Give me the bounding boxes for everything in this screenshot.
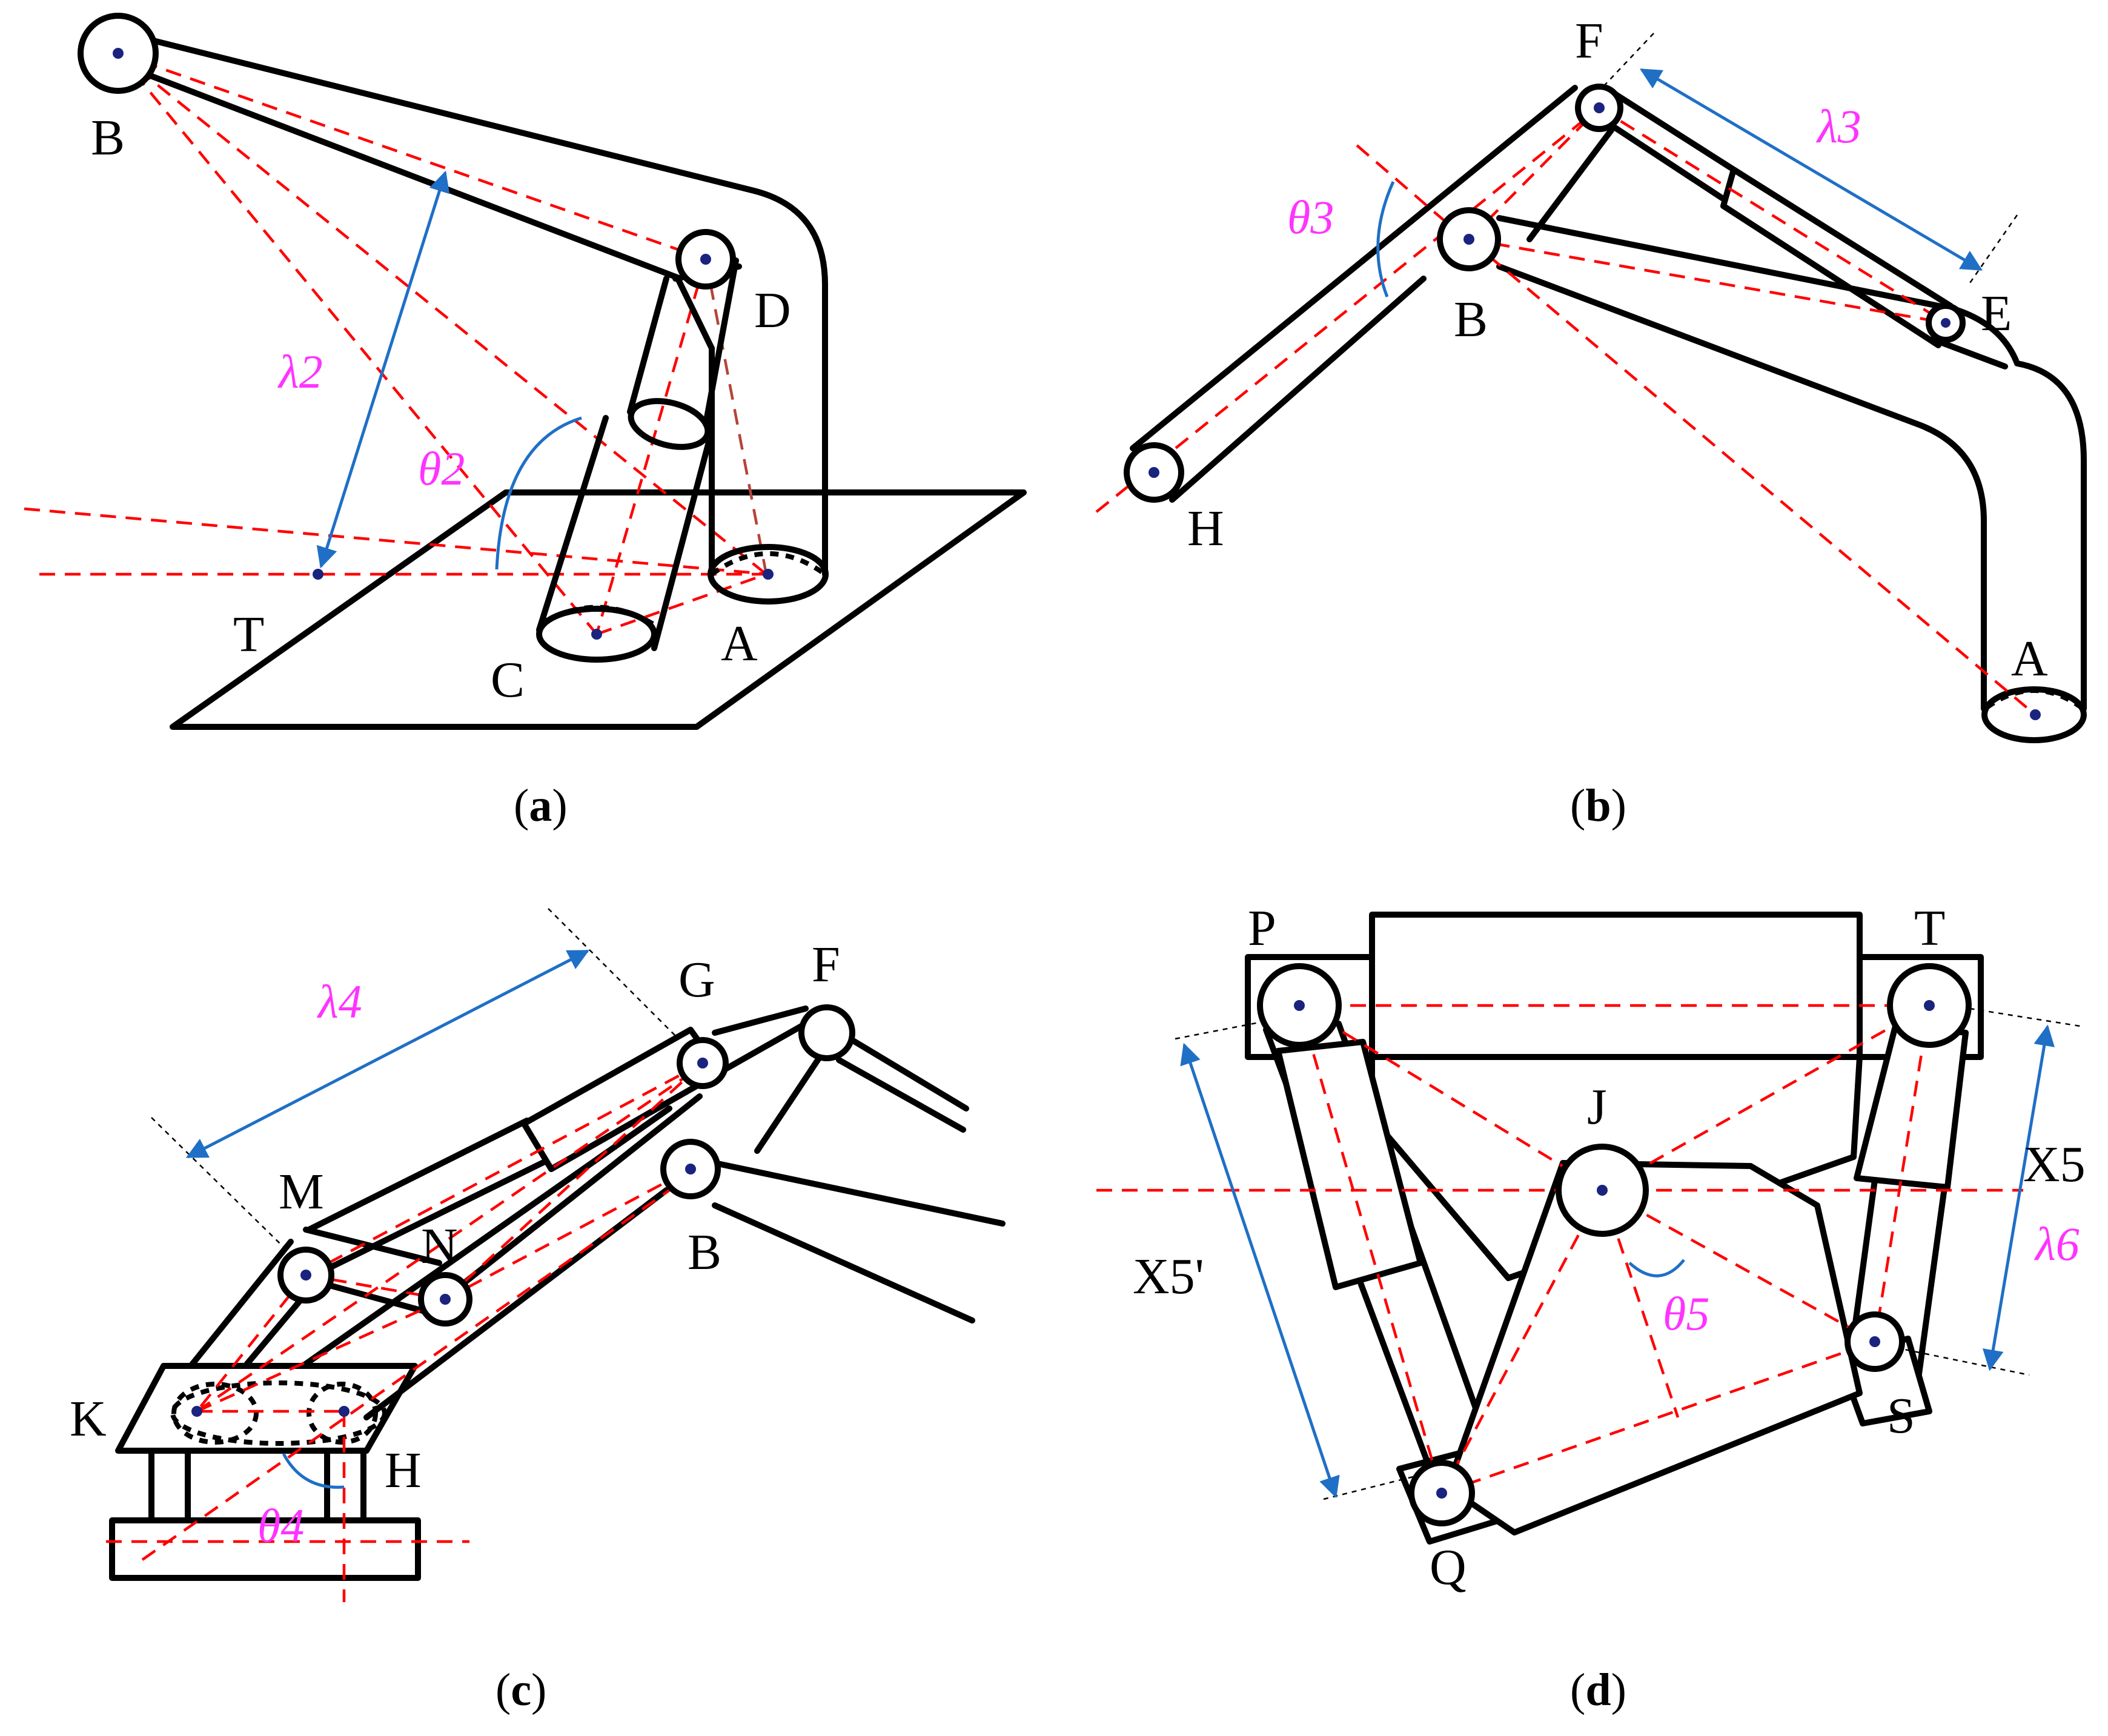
panel-d: P T J S Q X5' X5 λ6 θ5 (d) <box>1096 900 2086 1715</box>
top-frame <box>1369 912 1863 1060</box>
theta5-arc <box>1628 1259 1685 1277</box>
label-a-D: D <box>754 282 791 339</box>
panel-b: F B E H A λ3 θ3 (b) <box>1095 13 2087 831</box>
label-c-F: F <box>812 936 840 993</box>
label-b-F: F <box>1575 13 1603 69</box>
label-c-B: B <box>688 1224 721 1280</box>
label-c-N: N <box>421 1218 458 1274</box>
theta3-arc <box>1376 181 1395 297</box>
label-b-A: A <box>2011 631 2048 687</box>
theta4-arc <box>282 1453 345 1489</box>
construction-lines-c <box>106 1062 707 1602</box>
lambda4-arrow <box>185 949 590 1159</box>
symbol-lambda2: λ2 <box>277 345 323 398</box>
joints-a <box>78 13 774 640</box>
label-a-T: T <box>233 606 264 663</box>
joints-c <box>191 1004 855 1417</box>
label-c-K: K <box>70 1391 107 1447</box>
label-a-A: A <box>721 615 758 672</box>
panel-c: G F M N B K H λ4 θ4 (c) <box>70 908 1006 1715</box>
label-b-B: B <box>1454 291 1488 348</box>
joints-d <box>1257 963 1972 1526</box>
ground-plane <box>170 489 1027 730</box>
caption-b: (b) <box>1570 780 1626 831</box>
label-d-J: J <box>1587 1079 1607 1135</box>
symbol-theta3: θ3 <box>1287 191 1334 244</box>
cylinder-CD <box>536 257 742 663</box>
symbol-lambda3: λ3 <box>1816 100 1861 153</box>
label-d-Q: Q <box>1430 1539 1467 1595</box>
symbol-lambda6: λ6 <box>2034 1218 2080 1270</box>
label-d-X5: X5 <box>2023 1136 2086 1193</box>
symbol-theta2: θ2 <box>418 442 465 495</box>
label-c-H: H <box>385 1442 422 1499</box>
label-b-E: E <box>1981 285 2012 342</box>
label-b-H: H <box>1187 500 1224 557</box>
label-a-B: B <box>91 110 125 166</box>
caption-a: (a) <box>514 780 568 831</box>
arm-BD-body <box>109 27 828 577</box>
caption-d: (d) <box>1570 1665 1626 1715</box>
x5-prime-arrow <box>1180 1042 1340 1499</box>
label-a-C: C <box>491 652 525 708</box>
symbol-lambda4: λ4 <box>317 975 362 1028</box>
arm-HF <box>1130 85 1614 503</box>
caption-c: (c) <box>496 1665 546 1715</box>
construction-lines-a <box>24 51 770 636</box>
label-c-M: M <box>279 1164 324 1220</box>
symbol-theta4: θ4 <box>257 1499 304 1552</box>
cylinder-FE <box>1605 87 1954 348</box>
lambda2-arrow <box>316 170 450 569</box>
label-d-S: S <box>1887 1388 1915 1444</box>
theta2-arc <box>495 416 582 570</box>
panel-a: B D T C A λ2 θ2 (a) <box>24 13 1027 831</box>
construction-lines-b <box>1095 107 2037 716</box>
label-d-P: P <box>1248 900 1276 956</box>
joints-b <box>1124 84 2041 720</box>
lambda3-arrow <box>1639 68 1983 271</box>
x5-lambda6-arrow <box>1982 1024 2055 1371</box>
label-d-T: T <box>1914 900 1945 956</box>
label-c-G: G <box>678 952 715 1008</box>
base-plate <box>109 1517 421 1581</box>
label-d-X5-prime: X5' <box>1133 1248 1204 1305</box>
boom-BA <box>1496 215 2087 743</box>
symbol-theta5: θ5 <box>1663 1287 1709 1340</box>
